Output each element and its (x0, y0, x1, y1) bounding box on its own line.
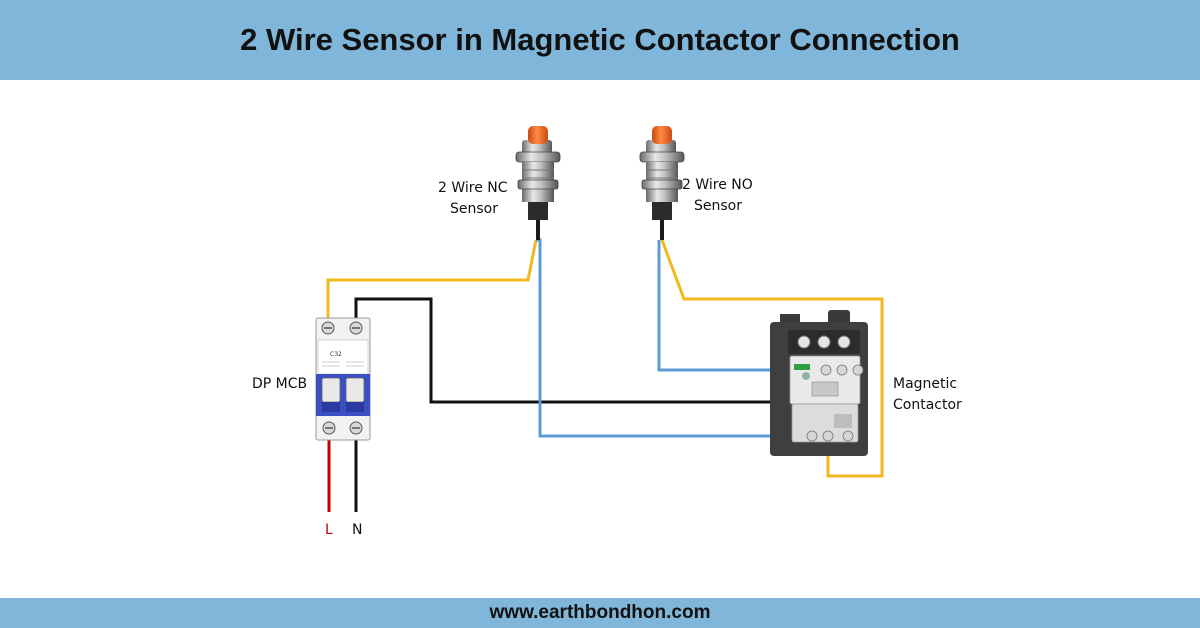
mcb-label: DP MCB (252, 376, 307, 392)
no-sensor-label-line2: Sensor (694, 198, 742, 214)
wire-blue-no-sensor-to-contactor (657, 240, 808, 372)
nc-sensor-label-line2: Sensor (450, 201, 498, 217)
footer-banner: www.earthbondhon.com (0, 598, 1200, 628)
magnetic-contactor-icon (770, 310, 868, 456)
nc-sensor-label-line1: 2 Wire NC (438, 180, 508, 196)
no-sensor-icon (639, 126, 685, 240)
line-label: L (325, 522, 333, 538)
page-title: 2 Wire Sensor in Magnetic Contactor Conn… (240, 22, 960, 57)
no-sensor-label-line1: 2 Wire NO (682, 177, 753, 193)
header-banner: 2 Wire Sensor in Magnetic Contactor Conn… (0, 0, 1200, 80)
website-link[interactable]: www.earthbondhon.com (489, 602, 711, 623)
nc-sensor-icon (515, 126, 561, 240)
wire-yellow-mcb-to-nc-sensor (326, 239, 538, 322)
contactor-label-line2: Contactor (893, 397, 962, 413)
neutral-label: N (352, 522, 362, 538)
wire-yellow-no-sensor-to-contactor (660, 239, 884, 478)
dp-mcb-icon: C32 (315, 317, 371, 441)
contactor-label-line1: Magnetic (893, 376, 957, 392)
wire-black-mcb-to-contactor (354, 297, 790, 404)
mcb-rating: C32 (330, 351, 342, 358)
